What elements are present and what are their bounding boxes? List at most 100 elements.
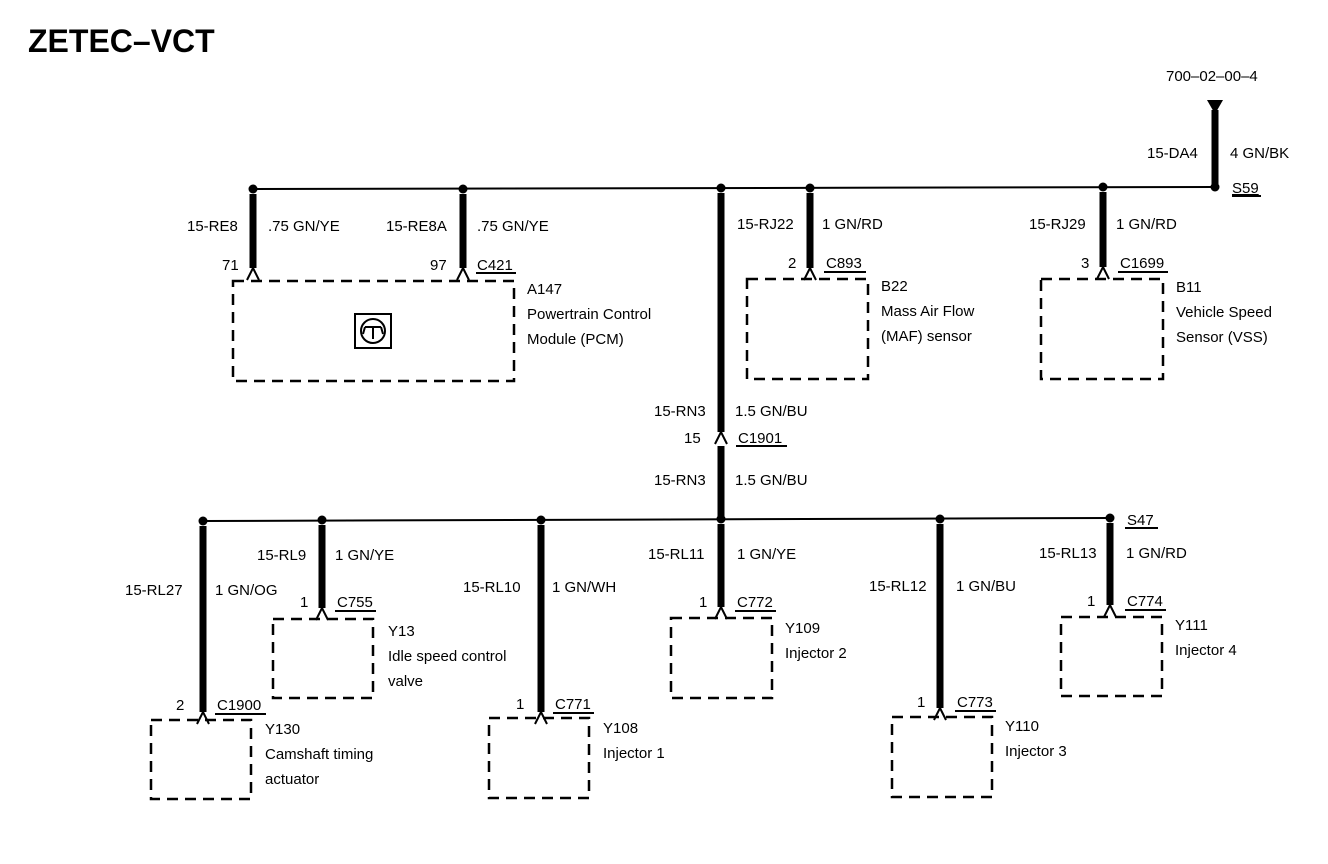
- component-id: Y108: [603, 720, 638, 737]
- connector-arrow-icon: [714, 604, 728, 620]
- splice-s47-dot: [1105, 513, 1115, 523]
- connector-label: C774: [1127, 593, 1163, 610]
- connector-label: C1699: [1120, 255, 1164, 272]
- circuit-label: 15-RL12: [869, 578, 927, 595]
- wire-label: 1 GN/YE: [737, 546, 796, 563]
- component-name: Camshaft timing: [265, 746, 373, 763]
- y110-box: [890, 715, 994, 799]
- pin-label: 1: [917, 694, 925, 711]
- wire-label: 1.5 GN/BU: [735, 403, 808, 420]
- component-id: Y130: [265, 721, 300, 738]
- reference-code: 700–02–00–4: [1166, 68, 1258, 85]
- wire-label: 1 GN/RD: [822, 216, 883, 233]
- pin-label: 2: [788, 255, 796, 272]
- pin-label: 1: [516, 696, 524, 713]
- component-name: Injector 3: [1005, 743, 1067, 760]
- circuit-label: 15-RL27: [125, 582, 183, 599]
- wire-label: .75 GN/YE: [477, 218, 549, 235]
- circuit-label: 15-RL9: [257, 547, 306, 564]
- circuit-label: 15-RN3: [654, 472, 706, 489]
- junction-dot: [248, 184, 258, 194]
- component-id: A147: [527, 281, 562, 298]
- component-name: Injector 4: [1175, 642, 1237, 659]
- connector-label: C773: [957, 694, 993, 711]
- wire-label: 1 GN/RD: [1116, 216, 1177, 233]
- connector-label: C755: [337, 594, 373, 611]
- junction-dot: [716, 183, 726, 193]
- pin-label: 1: [1087, 593, 1095, 610]
- pin-label: 2: [176, 697, 184, 714]
- circuit-label: 15-RL11: [648, 546, 704, 563]
- connector-label: C893: [826, 255, 862, 272]
- maf-box: [745, 277, 870, 381]
- wire-label: 1 GN/RD: [1126, 545, 1187, 562]
- component-name: (MAF) sensor: [881, 328, 972, 345]
- connector-arrow-icon: [196, 709, 210, 725]
- junction-dot: [1098, 182, 1108, 192]
- wire-label: 1 GN/YE: [335, 547, 394, 564]
- junction-dot: [716, 514, 726, 524]
- component-id: Y13: [388, 623, 415, 640]
- pin-label: 97: [430, 257, 447, 274]
- wire-label: 1 GN/BU: [956, 578, 1016, 595]
- y111-box: [1059, 615, 1164, 698]
- component-name: Sensor (VSS): [1176, 329, 1268, 346]
- splice-s59-label: S59: [1232, 180, 1259, 197]
- component-id: B22: [881, 278, 908, 295]
- component-name: valve: [388, 673, 423, 690]
- component-name: Mass Air Flow: [881, 303, 975, 320]
- junction-dot: [935, 514, 945, 524]
- connector-arrow-icon: [1103, 602, 1117, 618]
- circuit-label: 15-RL13: [1039, 545, 1097, 562]
- y109-box: [669, 616, 774, 700]
- feed-circuit-label: 15-DA4: [1147, 145, 1198, 162]
- pcm-module-icon: [354, 313, 392, 349]
- circuit-label: 15-RJ22: [737, 216, 794, 233]
- component-name: Injector 1: [603, 745, 665, 762]
- connector-arrow-icon: [456, 265, 470, 281]
- junction-dot: [198, 516, 208, 526]
- component-id: Y110: [1005, 718, 1039, 735]
- junction-dot: [805, 183, 815, 193]
- circuit-label: 15-RE8A: [386, 218, 447, 235]
- component-id: Y109: [785, 620, 820, 637]
- pin-label: 1: [699, 594, 707, 611]
- y13-box: [271, 617, 375, 700]
- circuit-label: 15-RL10: [463, 579, 521, 596]
- circuit-label: 15-RN3: [654, 403, 706, 420]
- feed-arrow-icon: [1207, 100, 1223, 114]
- component-name: actuator: [265, 771, 319, 788]
- connector-arrow-icon: [714, 429, 728, 445]
- circuit-label: 15-RJ29: [1029, 216, 1086, 233]
- wire-label: .75 GN/YE: [268, 218, 340, 235]
- connector-label: C771: [555, 696, 591, 713]
- wire-label: 1 GN/OG: [215, 582, 278, 599]
- connector-arrow-icon: [1096, 264, 1110, 280]
- y108-box: [487, 716, 591, 800]
- component-name: Powertrain Control: [527, 306, 651, 323]
- y130-box: [149, 718, 253, 801]
- connector-arrow-icon: [246, 265, 260, 281]
- pin-label: 15: [684, 430, 701, 447]
- connector-arrow-icon: [534, 709, 548, 725]
- pin-label: 1: [300, 594, 308, 611]
- junction-dot: [536, 515, 546, 525]
- pcm-box: [231, 279, 516, 383]
- wire-label: 1 GN/WH: [552, 579, 616, 596]
- connector-arrow-icon: [315, 605, 329, 621]
- component-name: Injector 2: [785, 645, 847, 662]
- vss-box: [1039, 277, 1165, 381]
- connector-arrow-icon: [803, 265, 817, 281]
- feed-wire-label: 4 GN/BK: [1230, 145, 1289, 162]
- component-name: Module (PCM): [527, 331, 624, 348]
- component-name: Idle speed control: [388, 648, 506, 665]
- splice-s47-label: S47: [1127, 512, 1154, 529]
- pin-label: 71: [222, 257, 239, 274]
- wire-label: 1.5 GN/BU: [735, 472, 808, 489]
- pin-label: 3: [1081, 255, 1089, 272]
- component-id: Y111: [1175, 617, 1208, 634]
- top-bus-wire: [252, 186, 1216, 190]
- connector-label: C421: [477, 257, 513, 274]
- component-name: Vehicle Speed: [1176, 304, 1272, 321]
